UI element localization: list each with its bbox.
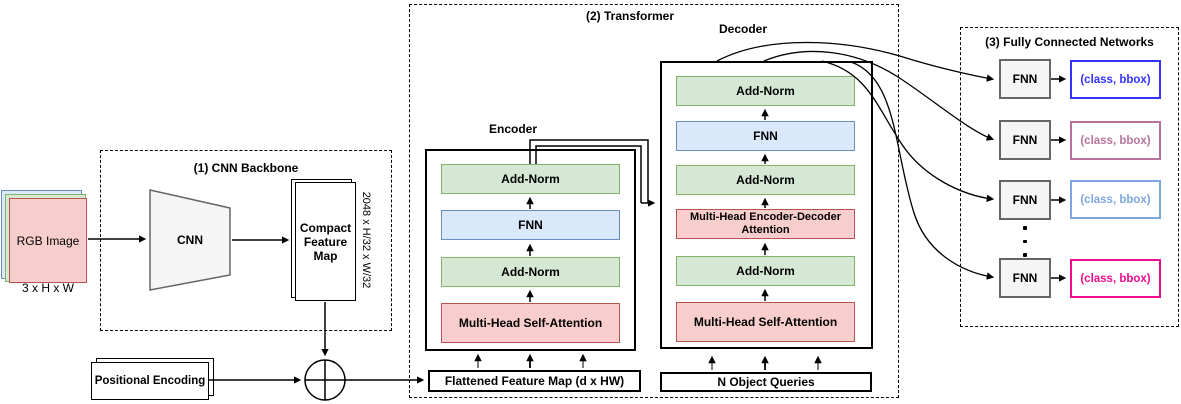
decoder-layer-addnorm-1: Add-Norm xyxy=(676,76,855,106)
fcn-fnn-2: FNN xyxy=(999,120,1051,160)
positional-encoding-box: Positional Encoding xyxy=(91,362,209,400)
input-dims-label: 3 x H x W xyxy=(21,281,74,295)
fcn-fnn-3: FNN xyxy=(999,180,1051,220)
flattened-feature-map-label: Flattened Feature Map (d x HW) xyxy=(444,374,625,388)
fcn-fnn-4: FNN xyxy=(999,258,1051,298)
cnn-label: CNN xyxy=(177,233,203,247)
transformer-title: (2) Transformer xyxy=(585,9,675,23)
decoder-layer-fnn: FNN xyxy=(676,121,855,151)
flattened-feature-map-box: Flattened Feature Map (d x HW) xyxy=(428,370,641,392)
rgb-image-layer-front: RGB Image xyxy=(9,198,87,283)
fcn-output-1: (class, bbox) xyxy=(1070,60,1161,99)
encoder-layer-fnn: FNN xyxy=(441,210,620,240)
object-queries-label: N Object Queries xyxy=(717,375,815,389)
object-queries-box: N Object Queries xyxy=(660,372,872,392)
fcn-output-3: (class, bbox) xyxy=(1070,180,1161,219)
decoder-layer-encoder-decoder-attention: Multi-Head Encoder-Decoder Attention xyxy=(676,209,855,239)
encoder-layer-addnorm-top: Add-Norm xyxy=(441,164,620,194)
encoder-layer-self-attention: Multi-Head Self-Attention xyxy=(441,303,620,343)
cnn-backbone-title: (1) CNN Backbone xyxy=(193,161,299,175)
cnn-backbone-group xyxy=(100,150,392,331)
decoder-layer-self-attention: Multi-Head Self-Attention xyxy=(676,302,855,342)
encoder-label: Encoder xyxy=(488,122,537,136)
decoder-layer-addnorm-3: Add-Norm xyxy=(676,256,855,286)
vertical-ellipsis-icon xyxy=(1023,226,1027,257)
fcn-output-2: (class, bbox) xyxy=(1070,121,1161,160)
feature-map-label: Compact Feature Map xyxy=(299,220,352,263)
encoder-layer-addnorm-mid: Add-Norm xyxy=(441,257,620,287)
plus-circle-icon xyxy=(304,359,346,401)
decoder-label: Decoder xyxy=(718,22,768,36)
feature-map-dims-label: 2048 x H/32 x W/32 xyxy=(360,191,372,289)
feature-map-front: Compact Feature Map xyxy=(295,182,356,301)
decoder-layer-addnorm-2: Add-Norm xyxy=(676,165,855,195)
positional-encoding-label: Positional Encoding xyxy=(94,375,206,387)
fcn-fnn-1: FNN xyxy=(999,59,1051,99)
fcn-output-4: (class, bbox) xyxy=(1070,259,1161,298)
rgb-image-label: RGB Image xyxy=(16,233,80,248)
fcn-title: (3) Fully Connected Networks xyxy=(985,35,1154,49)
